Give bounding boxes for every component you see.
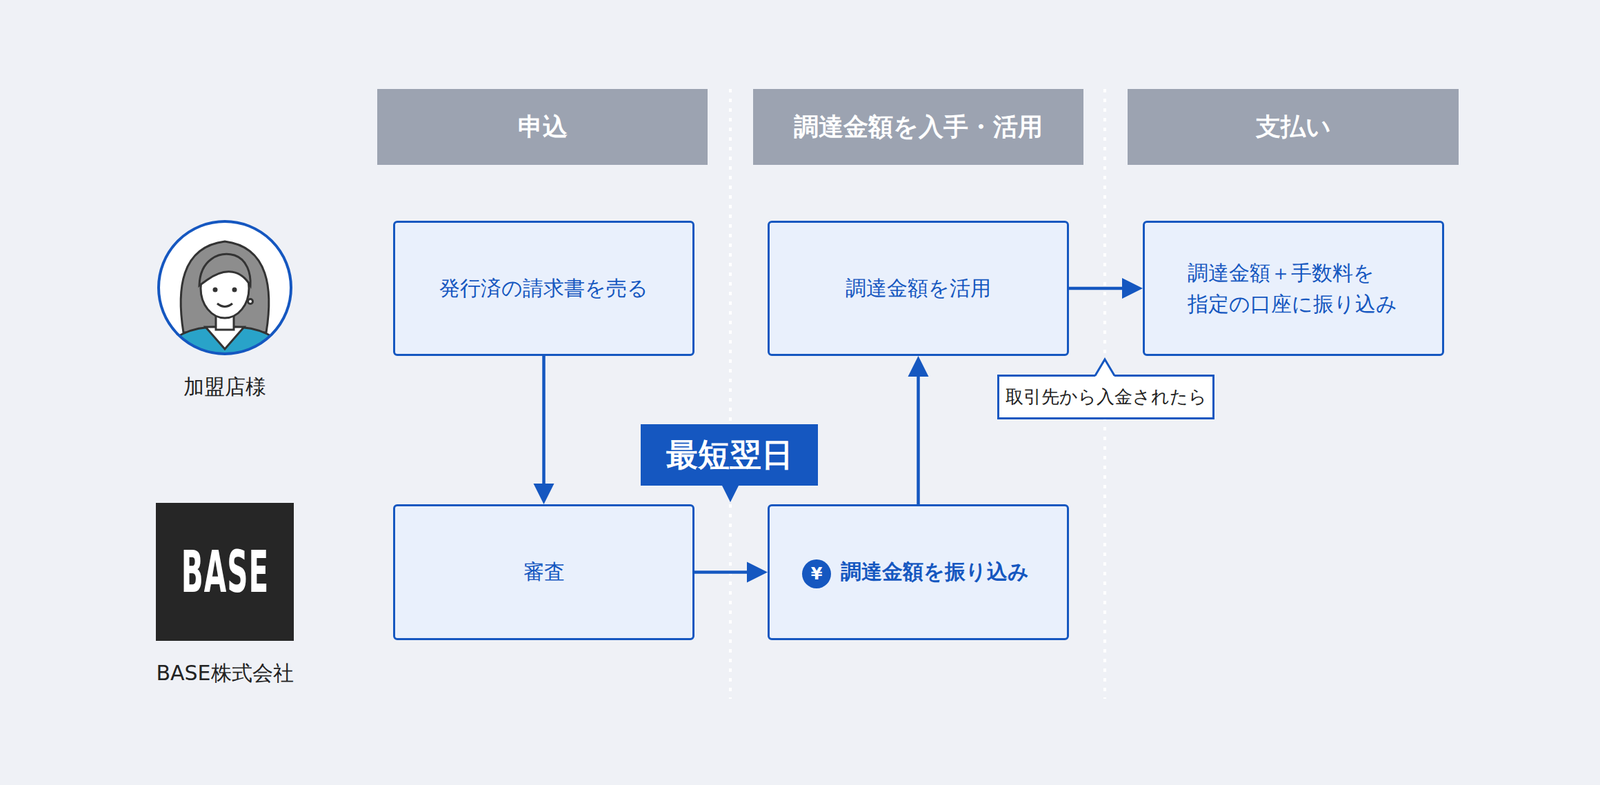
process-box: 発行済の請求書を売る <box>393 220 695 356</box>
actor-label: BASE株式会社 <box>155 659 294 688</box>
header-text: 申込 <box>517 110 568 145</box>
arrow-head <box>533 483 555 505</box>
flow-arrow <box>908 355 929 505</box>
process-box: 調達金額を活用 <box>767 220 1069 356</box>
callout-pointer <box>721 484 740 503</box>
logo-text: BASE <box>180 537 269 606</box>
callout-text: 最短翌日 <box>666 433 794 477</box>
arrow-line <box>694 570 749 574</box>
callout-text: 取引先から入金されたら <box>1005 384 1207 409</box>
header-text: 支払い <box>1255 110 1332 145</box>
flow-arrow <box>533 355 555 505</box>
arrow-line <box>1068 286 1124 291</box>
process-box: 調達金額＋手数料を 指定の口座に振り込み <box>1142 220 1445 356</box>
lane-divider <box>728 88 732 699</box>
box-text: 調達金額＋手数料を 指定の口座に振り込み <box>1187 257 1436 320</box>
box-text: 審査 <box>523 557 565 587</box>
arrow-head <box>746 562 768 583</box>
yen-icon: ¥ <box>802 559 832 589</box>
avatar-background <box>158 221 292 354</box>
process-box: 審査 <box>393 504 695 640</box>
lane-header: 調達金額を入手・活用 <box>753 88 1084 165</box>
arrow-line <box>542 355 546 485</box>
avatar-illustration <box>160 241 290 366</box>
callout-badge: 最短翌日 <box>640 424 818 486</box>
lane-header: 申込 <box>377 88 708 165</box>
box-text: 調達金額を活用 <box>845 274 992 303</box>
flow-arrow <box>1068 277 1143 299</box>
box-text: 調達金額を振り込み <box>840 557 1029 587</box>
arrow-line <box>916 375 920 505</box>
company-logo: BASEBASE株式会社 <box>155 502 294 641</box>
actor-avatar: 加盟店様 <box>157 220 293 356</box>
box-text: 発行済の請求書を売る <box>439 274 649 303</box>
flow-arrow <box>694 562 768 583</box>
callout-pointer-outline <box>1095 359 1115 376</box>
callout-note: 取引先から入金されたら <box>997 374 1215 420</box>
header-text: 調達金額を入手・活用 <box>793 110 1043 145</box>
arrow-head <box>908 355 929 377</box>
lane-header: 支払い <box>1127 88 1459 165</box>
arrow-head <box>1122 277 1143 299</box>
actor-label: 加盟店様 <box>183 373 267 402</box>
